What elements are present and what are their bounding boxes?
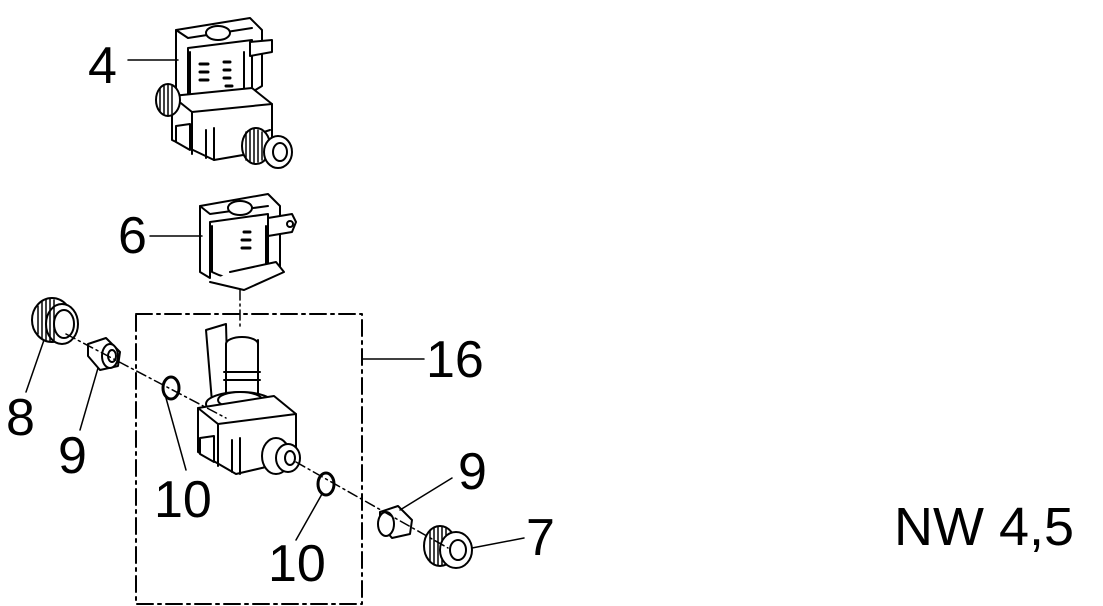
callout-10-left: 10 bbox=[154, 471, 212, 529]
valve-body-frame bbox=[135, 313, 363, 605]
callout-8: 8 bbox=[6, 389, 35, 447]
callout-7: 7 bbox=[526, 509, 555, 567]
left-union-nut bbox=[31, 297, 79, 345]
callout-16: 16 bbox=[426, 331, 484, 389]
left-o-ring bbox=[161, 375, 181, 401]
leader-lines bbox=[25, 339, 525, 549]
callout-6: 6 bbox=[118, 207, 147, 265]
solenoid-valve-assembly bbox=[155, 17, 293, 169]
callout-4: 4 bbox=[88, 37, 117, 95]
callout-9-right: 9 bbox=[458, 443, 487, 501]
solenoid-coil bbox=[199, 193, 297, 291]
right-union-nut bbox=[423, 525, 473, 569]
callout-10-right: 10 bbox=[268, 535, 326, 593]
callout-9-left: 9 bbox=[58, 427, 87, 485]
valve-body bbox=[197, 323, 301, 475]
nominal-width-label: NW 4,5 bbox=[894, 497, 1075, 557]
